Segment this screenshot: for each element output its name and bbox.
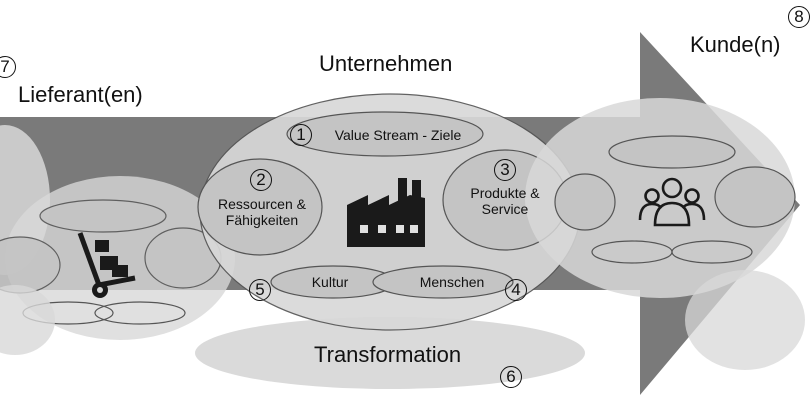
customer-label: Kunde(n) [690, 32, 781, 57]
marker-number: 1 [290, 124, 312, 146]
value-stream-ellipse [286, 111, 484, 157]
marker-number: 8 [788, 6, 810, 28]
factory-icon [347, 178, 425, 247]
supplier-bottom-ellipse [0, 285, 55, 355]
marker-number: 2 [250, 169, 272, 191]
hand-truck-icon [77, 232, 136, 298]
customer-sub-ellipse [671, 240, 753, 264]
products-label: Produkte & Service [470, 184, 540, 217]
supplier-sub-ellipse [39, 199, 167, 233]
people-label: Menschen [419, 273, 485, 290]
value-stream-label: Value Stream - Ziele [334, 126, 462, 143]
transformation-label: Transformation [314, 342, 462, 367]
marker-number: 6 [500, 366, 522, 388]
marker-number: 7 [0, 56, 16, 78]
marker-number: 4 [505, 279, 527, 301]
transformation-ellipse [195, 317, 585, 389]
resources-label: Ressourcen & Fähigkeiten [218, 195, 306, 228]
marker-number: 5 [249, 279, 271, 301]
customer-bottom-ellipse [685, 270, 805, 370]
culture-label: Kultur [311, 273, 349, 290]
marker-number: 3 [494, 159, 516, 181]
resources-ellipse [197, 158, 323, 256]
supplier-sub-ellipse [94, 301, 186, 325]
customer-sub-ellipse [554, 173, 616, 231]
company-label: Unternehmen [319, 51, 453, 76]
customer-sub-ellipse [714, 166, 796, 228]
customer-sub-ellipse [608, 135, 736, 169]
supplier-label: Lieferant(en) [18, 82, 143, 107]
customer-group-icon [638, 177, 706, 227]
